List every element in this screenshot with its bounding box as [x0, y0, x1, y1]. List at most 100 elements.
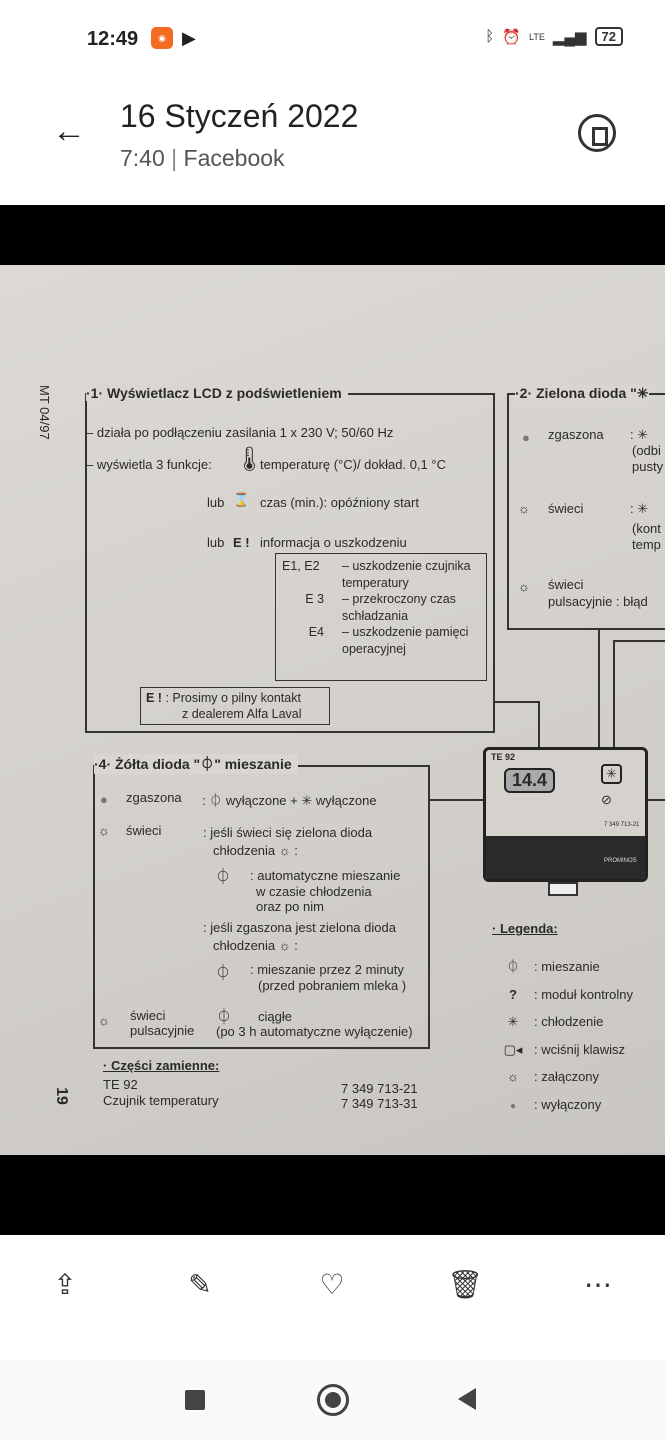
mixer-icon: ⏀	[215, 869, 232, 886]
play-notification-icon: ▶	[182, 28, 196, 48]
section2-title: ·2· Zielona dioda "✳	[515, 385, 649, 402]
legend-text: pulsacyjnie	[130, 1023, 195, 1038]
te92-device: TE 92 14.4 ✳ ⊘ 7 349 713-21 PROMINOS	[483, 747, 648, 882]
contact-box: E ! : Prosimy o pilny kontakt z dealerem…	[140, 687, 330, 725]
legend-item: ⏀: mieszanie	[506, 959, 600, 974]
delete-button[interactable]: 🗑	[447, 1269, 483, 1300]
status-bar: 12:49 ◉ ▶ ᛒ ⏰ LTE ▂▄▆ 72	[0, 22, 665, 56]
legend-text: : jeśli świeci się zielona dioda	[203, 825, 373, 840]
pulse-led-icon: ☼	[518, 579, 530, 594]
favorite-button[interactable]: ♡	[319, 1269, 345, 1300]
bluetooth-icon: ᛒ	[485, 28, 495, 45]
section1-line: – wyświetla 3 funkcje:	[86, 457, 212, 472]
home-button[interactable]	[317, 1384, 349, 1416]
legend-text: zgaszona	[548, 427, 604, 442]
error-mark: E !	[233, 535, 250, 550]
mixing-button-icon: ⊘	[601, 792, 612, 807]
section1-line: czas (min.): opóźniony start	[260, 495, 419, 510]
legend-text: świeci	[130, 1008, 166, 1023]
document-photo: MT 04/97 19 ·1· Wyświetlacz LCD z podświ…	[0, 265, 665, 1155]
legend-text: zgaszona	[126, 790, 182, 805]
legend-text: chłodzenia ☼ :	[213, 938, 298, 953]
contact-text: z dealerem Alfa Laval	[182, 707, 302, 721]
section1-line: informacja o uszkodzeniu	[260, 535, 407, 550]
legend-text: w czasie chłodzenia	[256, 884, 372, 899]
legend-text: : mieszanie przez 2 minuty	[250, 962, 404, 977]
legend-text: pulsacyjnie : błąd	[548, 594, 648, 609]
part-code: 7 349 713-21	[341, 1081, 418, 1096]
legend-text: : jeśli zgaszona jest zielona dioda	[203, 920, 396, 935]
contact-text: : Prosimy o pilny kontakt	[165, 691, 301, 705]
on-led-icon: ☼	[98, 823, 110, 838]
legend-item: ✳: chłodzenie	[507, 1014, 604, 1029]
legend-title: · Legenda:	[492, 921, 558, 936]
error-code: E1, E2	[282, 559, 320, 573]
section1-line: lub	[207, 535, 225, 550]
legend-text: (po 3 h automatyczne wyłączenie)	[216, 1024, 413, 1039]
parts-title: · Części zamienne:	[103, 1058, 220, 1073]
cooling-button-icon: ✳	[601, 764, 622, 784]
legend-text: : ⏀ wyłączone + ✳ wyłączone	[202, 793, 377, 808]
legend-text: świeci	[548, 501, 584, 516]
network-icon: LTE	[528, 31, 545, 42]
legend-text: : ✳	[630, 501, 649, 516]
back-nav-button[interactable]	[458, 1388, 476, 1410]
more-button[interactable]: ⋯	[584, 1269, 612, 1300]
rotate-icon[interactable]	[578, 114, 616, 152]
mixer-icon: ⏀	[200, 756, 215, 772]
mixer-icon: ⏀	[216, 1009, 233, 1026]
section1-line: lub	[207, 495, 225, 510]
legend-text: świeci	[126, 823, 162, 838]
device-brand: PROMINOS	[604, 858, 637, 864]
legend-text: (kont	[632, 521, 661, 536]
app-notification-icon: ◉	[151, 27, 173, 49]
legend-text: (odbi	[632, 443, 661, 458]
status-icons: ᛒ ⏰ LTE ▂▄▆ 72	[485, 27, 623, 46]
legend-text: oraz po nim	[256, 899, 324, 914]
section1-line: – działa po podłączeniu zasilania 1 x 23…	[86, 425, 394, 440]
device-lcd: 14.4	[504, 768, 556, 793]
bottom-toolbar: ⇪ ✎ ♡ 🗑 ⋯	[0, 1235, 665, 1360]
legend-text: ciągłe	[258, 1009, 292, 1024]
error-codes-box: E1, E2 – uszkodzenie czujnika temperatury…	[275, 553, 487, 681]
photo-subtitle: 7:40 | Facebook	[120, 145, 285, 171]
device-connector	[548, 882, 578, 896]
part-name: Czujnik temperatury	[103, 1093, 219, 1108]
back-button[interactable]: ←	[52, 112, 86, 150]
hourglass-icon: ⌛	[233, 492, 250, 507]
thermometer-icon: 🌡	[234, 446, 265, 473]
photo-time: 7:40	[120, 145, 165, 171]
side-label: MT 04/97	[37, 385, 52, 440]
error-code: E 3	[305, 592, 324, 606]
page-number: 19	[52, 1087, 70, 1105]
legend-text: (przed pobraniem mleka )	[258, 978, 407, 993]
legend-item: ●: wyłączony	[509, 1096, 602, 1112]
mixer-icon: ⏀	[215, 965, 232, 982]
battery-icon: 72	[594, 27, 623, 46]
share-button[interactable]: ⇪	[53, 1269, 77, 1300]
part-name: TE 92	[103, 1077, 138, 1092]
error-desc: – przekroczony czas schładzania	[342, 592, 456, 623]
photo-source: Facebook	[183, 145, 285, 171]
device-part: 7 349 713-21	[604, 822, 640, 828]
pulse-led-icon: ☼	[98, 1013, 110, 1028]
page-title: 16 Styczeń 2022	[120, 98, 359, 134]
legend-text: chłodzenia ☼ :	[213, 843, 298, 858]
legend-item: ?: moduł kontrolny	[509, 986, 633, 1002]
recents-button[interactable]	[185, 1390, 205, 1410]
signal-icon: ▂▄▆	[552, 28, 587, 46]
error-desc: – uszkodzenie pamięci operacyjnej	[342, 625, 469, 656]
on-led-icon: ☼	[518, 501, 530, 516]
legend-text: : automatyczne mieszanie	[250, 868, 401, 883]
device-model: TE 92	[491, 752, 516, 762]
legend-item: ☼: załączony	[507, 1069, 600, 1084]
legend-list: ⏀: mieszanie ?: moduł kontrolny ✳: chłod…	[492, 953, 633, 1120]
legend-text: : ✳	[630, 427, 649, 442]
alarm-icon: ⏰	[502, 28, 521, 46]
section4-title: ·4· Żółta dioda "⏀" mieszanie	[94, 754, 298, 774]
edit-button[interactable]: ✎	[188, 1269, 212, 1300]
navigation-bar	[0, 1360, 665, 1440]
error-desc: – uszkodzenie czujnika temperatury	[342, 559, 471, 590]
legend-text: temp	[632, 537, 661, 552]
off-led-icon: ●	[522, 430, 530, 445]
